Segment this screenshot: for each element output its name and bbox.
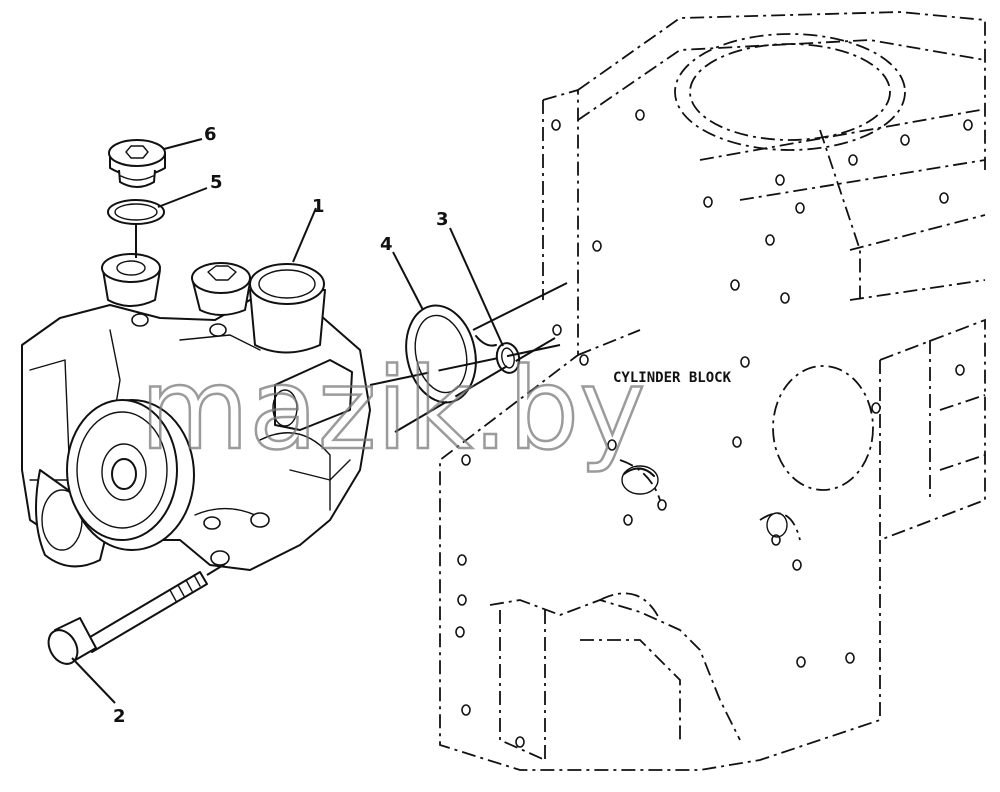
- cylinder-block-label: CYLINDER BLOCK: [613, 370, 732, 386]
- pump-centerline-upper: [369, 344, 561, 386]
- leader-4: [392, 251, 424, 311]
- water-pump-assembly: [21, 253, 371, 571]
- callout-6: 6: [204, 124, 217, 145]
- washer-part-5: [107, 199, 165, 225]
- callout-3: 3: [436, 209, 449, 230]
- cylinder-block: [439, 11, 986, 771]
- leader-1: [292, 207, 317, 263]
- leader-2: [71, 657, 116, 704]
- leader-6: [163, 138, 203, 150]
- callout-1: 1: [312, 196, 325, 217]
- bolt-part-2: [47, 563, 226, 665]
- callout-2: 2: [113, 706, 126, 727]
- oring-centerline: [472, 282, 568, 331]
- o-ring-part-3: [475, 335, 521, 374]
- callout-5: 5: [210, 172, 223, 193]
- gasket-part-4: [405, 304, 477, 404]
- block-bolt-holes: [455, 109, 973, 748]
- watermark: mazik.by: [140, 345, 645, 475]
- pulley: [66, 399, 195, 551]
- pump-centerline-lower: [394, 337, 556, 433]
- callout-4: 4: [380, 234, 393, 255]
- plug-part-6: [108, 139, 166, 188]
- leader-3: [449, 227, 504, 347]
- leader-5: [157, 187, 208, 208]
- callouts: 1 2 3 4 5 6: [71, 124, 504, 727]
